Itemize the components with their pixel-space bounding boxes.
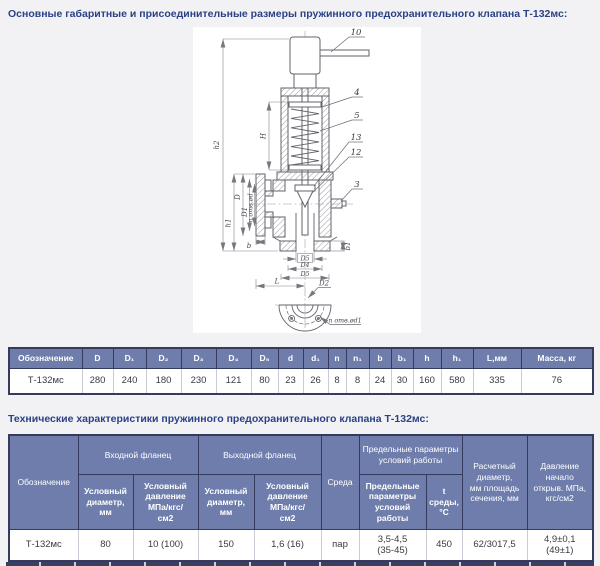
part-callouts: 10 4 5 13 12 3 <box>310 28 365 202</box>
t2-cell-calc-diameter: 62/3017,5 <box>461 529 528 562</box>
t2-cell-outlet-diameter: 150 <box>197 529 255 562</box>
dim-label-D1: D1 <box>241 207 249 218</box>
t2-header-medium: Среда <box>320 434 360 530</box>
t2-subheader-outlet-pressure: Условный давление МПа/кгс/ см2 <box>253 474 322 530</box>
part-label-10: 10 <box>351 28 362 38</box>
t1-cell-h1: 580 <box>440 368 474 395</box>
dim-label-L: L <box>274 278 280 286</box>
t1-cell-D3: 230 <box>180 368 217 395</box>
dim-label-D2: D2 <box>318 280 330 288</box>
t2-subheader-inlet-pressure: Условный давление МПа/кгс/ см2 <box>132 474 199 530</box>
t2-subheader-outlet-diameter: Условный диаметр, мм <box>197 474 255 530</box>
dimension-lines: h2 h1 D D1 n отв.ød H b <box>213 38 362 325</box>
drain-plug <box>330 198 343 209</box>
t2-header-open-pressure: Давление начало открыв. МПа, кгс/см2 <box>526 434 594 530</box>
t1-header-D2: D₂ <box>145 347 182 369</box>
t2-header-limit-params: Предельные параметры условий работы <box>358 434 463 475</box>
t2-cell-outlet-pressure: 1,6 (16) <box>253 529 322 562</box>
t2-header-calc-diameter: Расчетный диаметр, мм площадь сечения, м… <box>461 434 528 530</box>
t2-cell-inlet-pressure: 10 (100) <box>132 529 199 562</box>
t1-cell-h: 160 <box>412 368 442 395</box>
dim-label-n-otv: n отв.ød <box>248 193 255 222</box>
t1-cell-d1: 26 <box>302 368 329 395</box>
dim-label-h2: h2 <box>213 140 221 150</box>
t1-cell-D1: 240 <box>112 368 147 395</box>
part-label-3: 3 <box>354 180 359 190</box>
t2-cell-designation: Т-132мс <box>8 529 79 562</box>
dimensions-data-row: Т-132мс 280 240 180 230 121 80 23 26 8 8… <box>8 368 594 395</box>
t2-cell-temp: 450 <box>425 529 463 562</box>
t1-cell-d: 23 <box>277 368 304 395</box>
t1-header-d: d <box>277 347 304 369</box>
dim-label-b: b <box>247 242 252 250</box>
dim-label-D4: D4 <box>299 262 309 269</box>
dimensions-table: Обозначение D D₁ D₂ D₃ D₄ D₅ d d₁ n n₁ b… <box>8 347 594 395</box>
drawing-panel: h2 h1 D D1 n отв.ød H b <box>193 27 421 333</box>
t1-cell-b: 24 <box>368 368 392 395</box>
t2-header-designation: Обозначение <box>8 434 79 530</box>
t2-cell-inlet-diameter: 80 <box>77 529 134 562</box>
valve-drawing: h2 h1 D D1 n отв.ød H b <box>213 28 370 332</box>
spring <box>288 101 322 171</box>
specs-group-header-row: Обозначение Входной фланец Выходной флан… <box>8 434 594 530</box>
t1-cell-n1: 8 <box>345 368 370 395</box>
t1-header-D4: D₄ <box>215 347 252 369</box>
dim-label-D5: D5 <box>299 271 309 278</box>
dim-label-b1: b1 <box>344 242 352 251</box>
specs-table: Обозначение Входной фланец Выходной флан… <box>8 434 595 562</box>
t1-header-h1: h₁ <box>440 347 474 369</box>
specs-title: Технические характеристики пружинного пр… <box>8 413 429 425</box>
t1-cell-D4: 121 <box>215 368 252 395</box>
t2-subheader-inlet-diameter: Условный диаметр, мм <box>77 474 134 530</box>
t2-cell-limit-params: 3,5-4,5 (35-45) <box>358 529 427 562</box>
t1-header-D5: D₅ <box>250 347 279 369</box>
t1-cell-D2: 180 <box>145 368 182 395</box>
dim-label-h1: h1 <box>225 219 233 228</box>
t1-cell-D5: 80 <box>250 368 279 395</box>
dim-label-n-otv-d1: n отв.ød1 <box>328 318 361 325</box>
t1-cell-designation: Т-132мс <box>8 368 83 395</box>
t1-header-D: D <box>81 347 114 369</box>
t1-header-n: n <box>327 347 347 369</box>
t1-cell-mass: 76 <box>520 368 594 395</box>
dim-label-D5-boxed: D5 <box>299 256 309 263</box>
specs-data-row: Т-132мс 80 10 (100) 150 1,6 (16) пар 3,5… <box>8 529 594 562</box>
t1-header-n1: n₁ <box>345 347 370 369</box>
part-label-5: 5 <box>354 111 359 121</box>
t1-header-designation: Обозначение <box>8 347 83 369</box>
t1-header-d1: d₁ <box>302 347 329 369</box>
part-label-12: 12 <box>351 148 362 158</box>
t1-header-b: b <box>368 347 392 369</box>
t1-cell-n: 8 <box>327 368 347 395</box>
t1-cell-D: 280 <box>81 368 114 395</box>
lever-assembly <box>289 36 370 89</box>
t2-cell-open-pressure: 4,9±0,1 (49±1) <box>526 529 594 562</box>
t2-subheader-temp: t среды, °С <box>425 474 463 530</box>
dim-label-D: D <box>234 194 242 201</box>
t1-cell-b1: 30 <box>390 368 414 395</box>
t2-subheader-limit-params: Предельные параметры условий работы <box>358 474 427 530</box>
bonnet <box>276 87 334 181</box>
dimensions-title: Основные габаритные и присоединительные … <box>8 8 568 20</box>
next-table-top-edge <box>6 562 594 566</box>
valve-body <box>255 173 347 252</box>
t2-header-outlet-flange: Выходной фланец <box>197 434 322 475</box>
dim-label-H: H <box>260 132 268 140</box>
part-label-4: 4 <box>353 88 359 98</box>
dimensions-header-row: Обозначение D D₁ D₂ D₃ D₄ D₅ d d₁ n n₁ b… <box>8 347 594 369</box>
t1-header-b1: b₁ <box>390 347 414 369</box>
t1-header-D3: D₃ <box>180 347 217 369</box>
specs-sub-header-row: Условный диаметр, мм Условный давление М… <box>9 474 593 530</box>
t2-cell-medium: пар <box>320 529 360 562</box>
t2-header-inlet-flange: Входной фланец <box>77 434 199 475</box>
t1-header-L: L,мм <box>472 347 522 369</box>
t1-header-mass: Масса, кг <box>520 347 594 369</box>
part-label-13: 13 <box>351 133 362 143</box>
t1-header-h: h <box>412 347 442 369</box>
t1-cell-L: 335 <box>472 368 522 395</box>
t1-header-D1: D₁ <box>112 347 147 369</box>
